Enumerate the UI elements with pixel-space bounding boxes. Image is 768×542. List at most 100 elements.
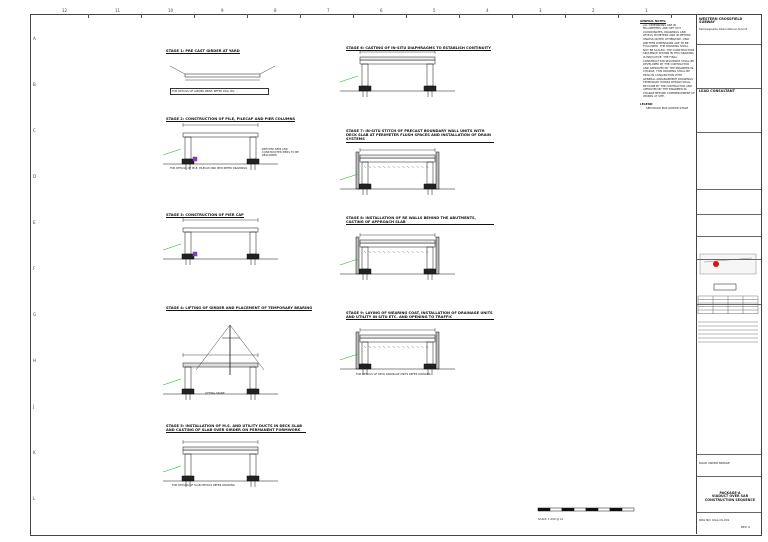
key-plan-box (713, 283, 737, 291)
pile-cap (358, 85, 372, 92)
girder (182, 449, 259, 455)
girder (359, 59, 436, 65)
ruler-top-label: 7 (327, 8, 330, 13)
ruler-left-label: J (33, 404, 35, 409)
ruler-top-label: 10 (168, 8, 174, 13)
hatch (373, 165, 376, 169)
leader-line (162, 465, 182, 473)
pier-column (361, 246, 369, 270)
hatch (368, 165, 371, 169)
hatch (373, 345, 376, 349)
hatch (392, 165, 395, 169)
scale-bar-segment (609, 507, 623, 512)
boundary-wall (355, 151, 360, 190)
pier-column (184, 136, 192, 160)
hatch (411, 345, 414, 349)
pier-column (184, 453, 192, 477)
ruler-top-label: 9 (221, 8, 224, 13)
girder (182, 227, 259, 233)
hatch (363, 165, 367, 169)
boundary-wall (435, 236, 440, 275)
ruler-top-label: 5 (433, 8, 436, 13)
scale-bar-segment (561, 507, 575, 512)
pile-cap (358, 363, 372, 370)
pile-cap (423, 183, 437, 190)
drawing-sheet (30, 14, 762, 536)
hatch (416, 165, 419, 169)
deck-slab (359, 56, 436, 61)
girder (182, 362, 259, 368)
pier-column (249, 453, 257, 477)
hatch (387, 345, 391, 349)
ruler-left-label: B (33, 82, 36, 87)
ruler-left-label: D (33, 174, 37, 179)
legend-marker (192, 156, 198, 162)
stage-7-title: STAGE 7: IN-SITU STITCH OF PRECAST BOUND… (346, 129, 494, 143)
ruler-top-label: 12 (62, 8, 68, 13)
drawing-title: PACKAGE-A VIADUCT OVER SAR CONSTRUCTION … (704, 491, 756, 502)
scale-bar-segment (537, 507, 551, 512)
crane-cable (229, 324, 265, 371)
hatch (378, 165, 381, 169)
hatch (392, 345, 395, 349)
crane-cable (195, 324, 231, 371)
pile-cap (246, 388, 260, 395)
general-notes: GENERAL NOTES: ALL DIMENSIONS ARE IN MIL… (640, 19, 695, 110)
precast-girder (184, 73, 261, 78)
legend-marker (192, 251, 198, 257)
pier-column (361, 63, 369, 87)
pile-cap (181, 253, 195, 260)
hatch (421, 165, 424, 169)
hatch (373, 250, 376, 254)
pier-column (249, 136, 257, 160)
girder (359, 157, 436, 163)
hatch (387, 250, 391, 254)
hatch (406, 345, 410, 349)
pier-column (361, 341, 369, 365)
deck-slab (359, 239, 436, 244)
scale-bar-segment (585, 507, 599, 512)
general-notes-heading: GENERAL NOTES: (640, 19, 667, 23)
ruler-top-label: 8 (274, 8, 277, 13)
leader-line (162, 148, 182, 156)
leader-line (339, 75, 359, 83)
pier-column (426, 341, 434, 365)
girder (359, 337, 436, 343)
stage-1-note: FOR DETAILS OF GIRDER REINF. REFER DRG. … (170, 88, 269, 96)
legend-heading: LEGEND: (640, 102, 654, 107)
hatch (387, 165, 391, 169)
hatch (397, 165, 400, 169)
pile-cap (246, 475, 260, 482)
lead-consultant-heading: LEAD CONSULTANT (699, 89, 735, 93)
stage-9-note: FOR DETAILS OF DECK DRAINAGE UNITS REFER… (356, 373, 431, 376)
pile-cap (181, 388, 195, 395)
stage-2-note: FOR DETAILS OF PILE, PILECAP AND PIER RE… (170, 167, 248, 170)
deck-slab (359, 154, 436, 159)
boundary-wall (435, 331, 440, 370)
hatch (392, 250, 395, 254)
hatch (368, 250, 371, 254)
hatch (378, 345, 381, 349)
hatch (402, 345, 405, 349)
boundary-wall (355, 331, 360, 370)
hatch (402, 165, 405, 169)
scale-bar-segment (549, 507, 563, 512)
ruler-top-label: 3 (539, 8, 542, 13)
girder (359, 242, 436, 248)
drawing-number: DRG NO: KIAL-CS-001 (699, 518, 730, 522)
revision: REV: 0 (741, 525, 751, 529)
legend-item: SEMI RIGID BOX GIRDER STAGE (646, 105, 689, 110)
stage-8-title: STAGE 8: INSTALLATION OF RE WALLS BEHIND… (346, 216, 494, 226)
scale-bar-segment (597, 507, 611, 512)
lifting-hook (259, 65, 276, 75)
hatch (383, 250, 386, 254)
girder (182, 132, 259, 138)
scale-text: SCALE: 1:200 @ A1 (538, 518, 564, 521)
stage-4-crane-label: LIFTING CRANE (205, 392, 225, 395)
hatch (426, 250, 429, 254)
pile-cap (246, 158, 260, 165)
hatch (383, 165, 386, 169)
hatch (383, 345, 386, 349)
leader-line (339, 173, 359, 181)
